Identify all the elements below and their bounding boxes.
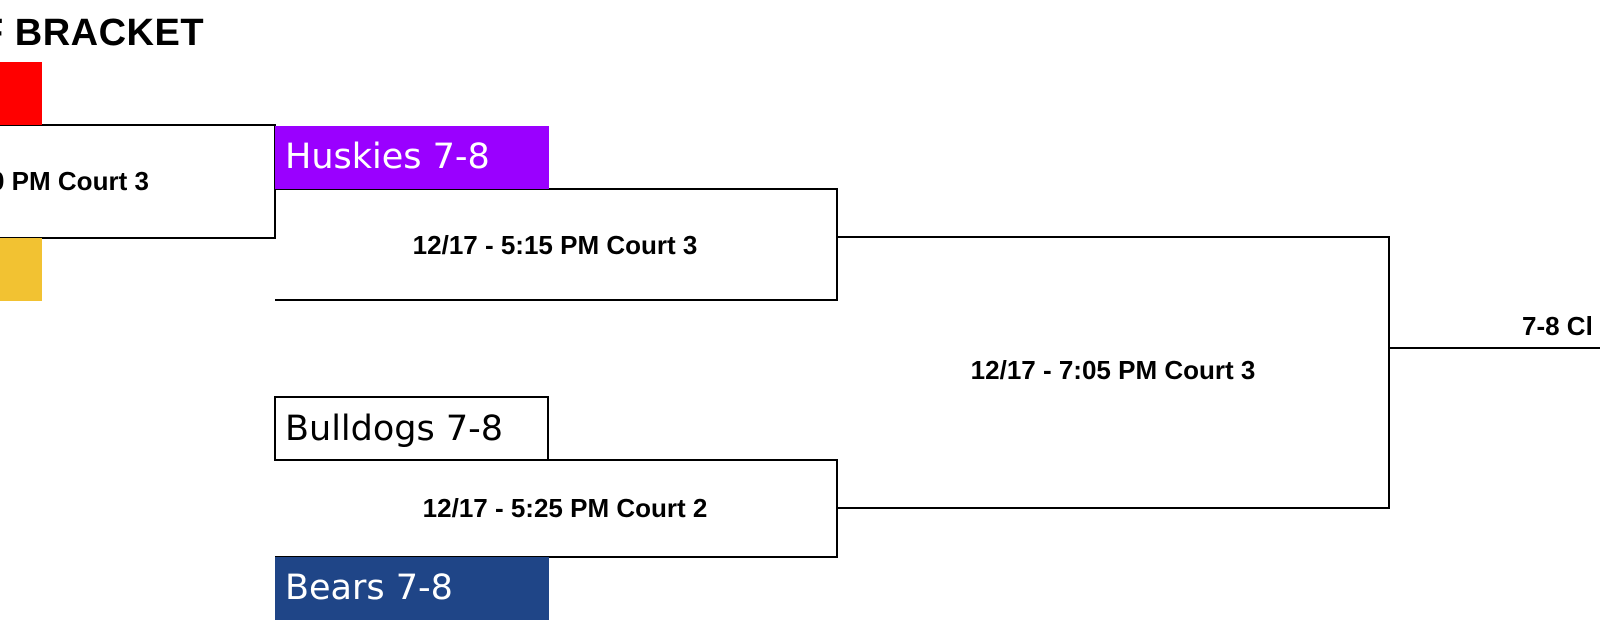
bulldogs-team-box <box>274 396 549 461</box>
team-bears: Bears 7-8 <box>275 557 549 620</box>
team-huskies: Huskies 7-8 <box>275 126 549 189</box>
final-game-label: 12/17 - 7:05 PM Court 3 <box>970 355 1256 385</box>
yellow-team-swatch <box>0 238 42 301</box>
semi-top-game-label: 12/17 - 5:15 PM Court 3 <box>412 230 698 260</box>
semi-bottom-game-label: 12/17 - 5:25 PM Court 2 <box>422 493 708 523</box>
first-round-game-label: 0 PM Court 3 <box>0 166 149 196</box>
championship-label: 7-8 Cl <box>1522 311 1593 341</box>
red-team-swatch <box>0 62 42 125</box>
team-bulldogs: Bulldogs 7-8 <box>285 409 504 449</box>
bracket-title: F BRACKET <box>0 12 205 54</box>
semi-top-box <box>275 188 838 301</box>
final-connector <box>837 236 1390 509</box>
